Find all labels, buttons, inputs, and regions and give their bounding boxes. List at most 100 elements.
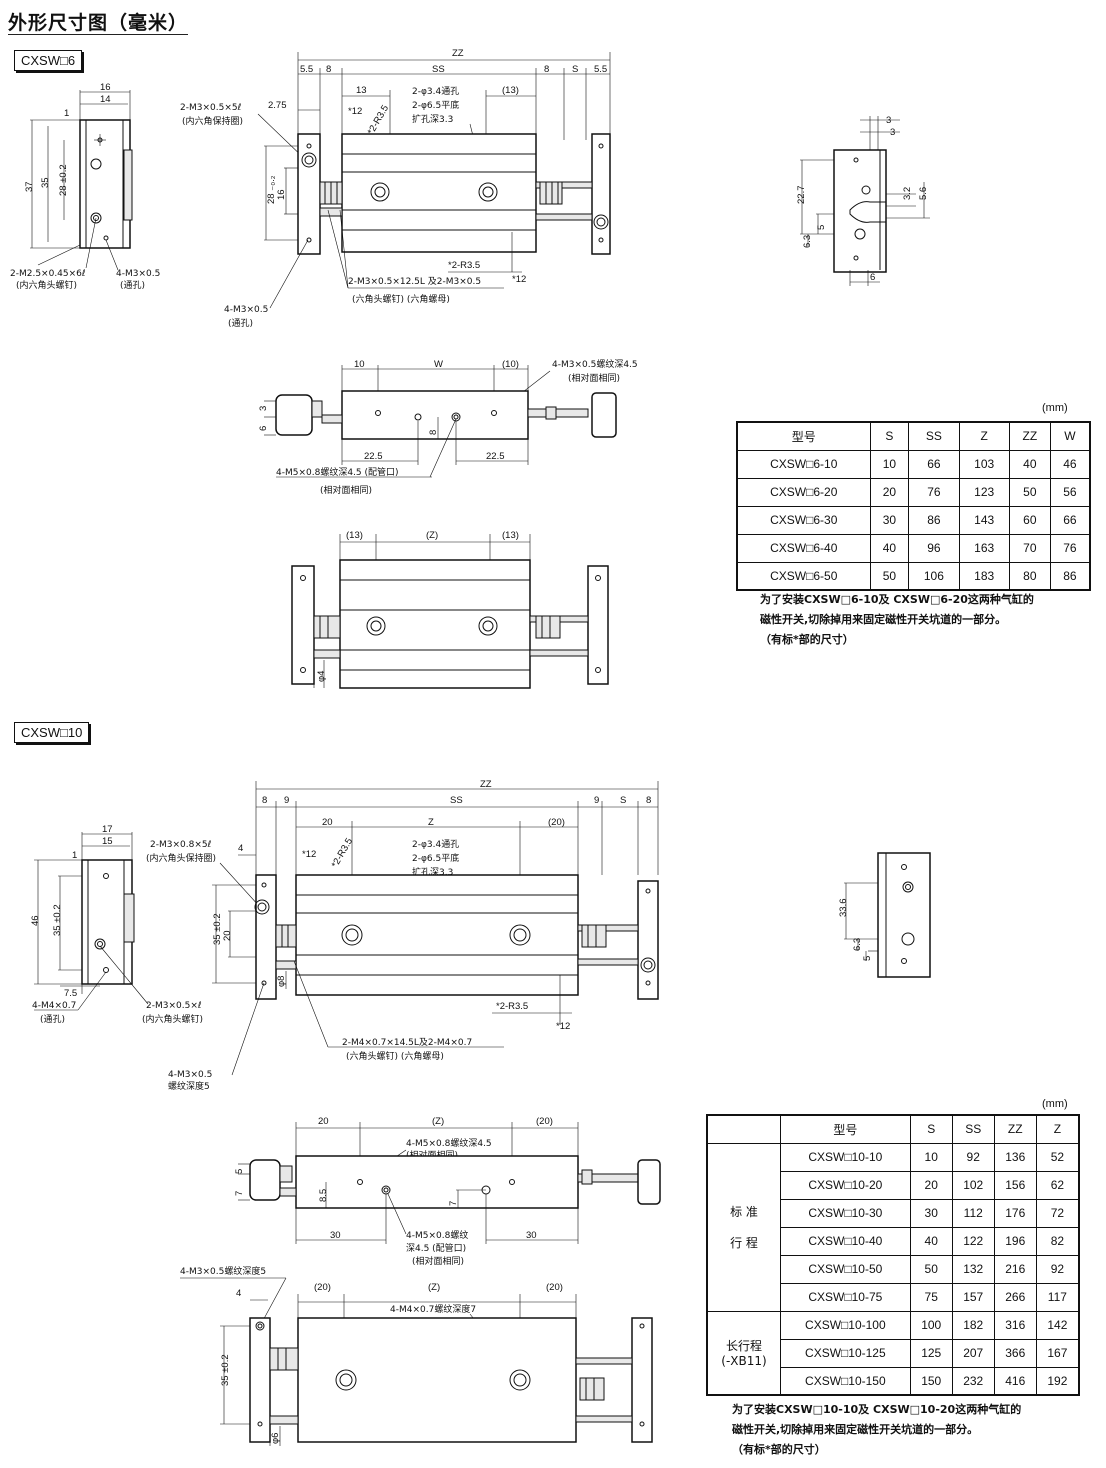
dimension-label: 14 — [100, 94, 111, 105]
table6-cell: 60 — [1008, 505, 1051, 535]
table10-corner-cell — [706, 1114, 781, 1144]
dimension-label: 4-M3×0.5 — [116, 269, 160, 279]
dimension-label: 8 — [326, 64, 331, 75]
table6-cell: 143 — [958, 505, 1010, 535]
dimension-label: 2-M4×0.7×14.5L及2-M4×0.7 — [342, 1037, 472, 1048]
table6-cell: 40 — [1008, 449, 1051, 479]
table10-cell: 207 — [951, 1338, 995, 1368]
dimension-label: 2-M3×0.5×5ℓ — [180, 103, 241, 113]
dimension-label: (相对面相同) — [412, 1255, 464, 1267]
table10-cell: 176 — [993, 1198, 1037, 1228]
dimension-label: 4-M3×0.5螺纹深4.5 — [552, 358, 638, 370]
table6-cell: 80 — [1008, 561, 1051, 591]
dimension-label: 6 — [258, 426, 269, 431]
table6-header-cell: S — [869, 421, 910, 451]
table10-group-long: 长行程 (-XB11) — [706, 1310, 781, 1396]
dimension-label: 20 — [318, 1116, 329, 1127]
dimension-label: (13) — [346, 530, 363, 541]
dimension-label: 8 — [428, 430, 439, 435]
dimension-label: 35 — [40, 177, 51, 188]
dimension-label: 2-φ3.4通孔 — [412, 839, 459, 850]
table10-cell: 232 — [951, 1366, 995, 1396]
dimension-label: 22.5 — [486, 451, 505, 462]
dimension-label: 4 — [236, 1288, 241, 1299]
dimension-label: W — [434, 359, 443, 370]
dimension-label: 3 — [886, 115, 891, 126]
dimension-label: 4-M3×0.5螺纹深度5 — [180, 1265, 266, 1277]
dimension-label: (13) — [502, 85, 519, 96]
table10-cell: CXSW□10-125 — [780, 1338, 911, 1368]
dimension-label: 7 — [448, 1201, 459, 1206]
dimension-label: 5.5 — [594, 64, 607, 75]
dimension-label: (通孔) — [120, 280, 145, 291]
table10-cell: 52 — [1035, 1142, 1080, 1172]
dimension-label: 4-M3×0.5 — [168, 1070, 212, 1080]
dimension-label: (Z) — [432, 1116, 444, 1127]
dimension-label: (相对面相同) — [320, 484, 372, 496]
dimension-label: 8 — [646, 795, 651, 806]
dimension-label: *12 — [348, 106, 362, 117]
table6-cell: 76 — [1049, 533, 1091, 563]
dimension-label: 8 — [544, 64, 549, 75]
table6-header-cell: Z — [958, 421, 1010, 451]
dimension-label: 4-M5×0.8螺纹 — [406, 1229, 468, 1241]
dimension-label: 7.5 — [64, 988, 77, 999]
table6-cell: 163 — [958, 533, 1010, 563]
table6-cell: 10 — [869, 449, 910, 479]
dimension-label: 5.5 — [300, 64, 313, 75]
cxsw10-top-view: 20 (Z) (20) 4-M5×0.8螺纹深4.5 (相对面相同) 5 7 8… — [234, 1116, 661, 1267]
dimension-label: 35 ±0.2 — [52, 904, 63, 936]
table6-header-cell: W — [1049, 421, 1091, 451]
dimension-label: 9 — [284, 795, 289, 806]
table10-cell: CXSW□10-150 — [780, 1366, 911, 1396]
dimension-label: S — [572, 64, 578, 75]
dimension-label: *2-R3.5 — [330, 836, 356, 869]
dimension-label: 2-φ3.4通孔 — [412, 86, 459, 97]
dimension-label: 5 — [234, 1169, 245, 1174]
dimension-label: 扩孔深3.3 — [412, 113, 453, 125]
dimension-label: SS — [432, 64, 445, 75]
dimension-label: 17 — [102, 824, 113, 835]
dimension-label: (六角头螺钉) (六角螺母) — [346, 1050, 444, 1062]
table10-cell: CXSW□10-100 — [780, 1310, 911, 1340]
dimension-label: 22.7 — [796, 186, 807, 205]
dimension-label: 22.5 — [364, 451, 383, 462]
dimension-label: 1 — [64, 108, 69, 119]
section-tag-cxsw10: CXSW□10 — [14, 722, 90, 743]
cxsw10-note: 为了安装CXSW□10-10及 CXSW□10-20这两种气缸的 磁性开关,切除… — [732, 1400, 1021, 1460]
table10-cell: 20 — [909, 1170, 953, 1200]
cxsw10-front-view: ZZ 8 9 SS 9 S 8 20 Z (20) 4 2-M3×0.8×5ℓ … — [146, 779, 659, 1092]
dimension-label: 1 — [72, 850, 77, 861]
section-tag-cxsw6: CXSW□6 — [14, 50, 83, 71]
dimension-label: ZZ — [480, 779, 492, 790]
table6-cell: 103 — [958, 449, 1010, 479]
table10-cell: 157 — [951, 1282, 995, 1312]
table6-cell: 76 — [908, 477, 960, 507]
table10-cell: 266 — [993, 1282, 1037, 1312]
dimension-label: 9 — [594, 795, 599, 806]
table10-cell: 156 — [993, 1170, 1037, 1200]
dimension-label: 8 — [262, 795, 267, 806]
table6-cell: 96 — [908, 533, 960, 563]
cxsw10-note-line3: （有标*部的尺寸） — [732, 1443, 826, 1456]
dimension-label: 20 — [322, 817, 333, 828]
title-underline — [8, 34, 188, 35]
dimension-label: *12 — [302, 849, 316, 860]
dimension-label: (20) — [548, 817, 565, 828]
table6-cell: 183 — [958, 561, 1010, 591]
dimension-label: 深4.5 (配管口) — [406, 1242, 466, 1254]
dimension-label: 37 — [24, 181, 35, 192]
table10-cell: 112 — [951, 1198, 995, 1228]
table10-cell: 75 — [909, 1282, 953, 1312]
table10-cell: 82 — [1035, 1226, 1080, 1256]
dimension-label: *12 — [512, 274, 526, 285]
table10-cell: 122 — [951, 1226, 995, 1256]
table6-header-cell: SS — [908, 421, 960, 451]
table10-cell: CXSW□10-75 — [780, 1282, 911, 1312]
table10-group-standard: 标 准 行 程 — [706, 1142, 781, 1312]
table10-cell: 50 — [909, 1254, 953, 1284]
